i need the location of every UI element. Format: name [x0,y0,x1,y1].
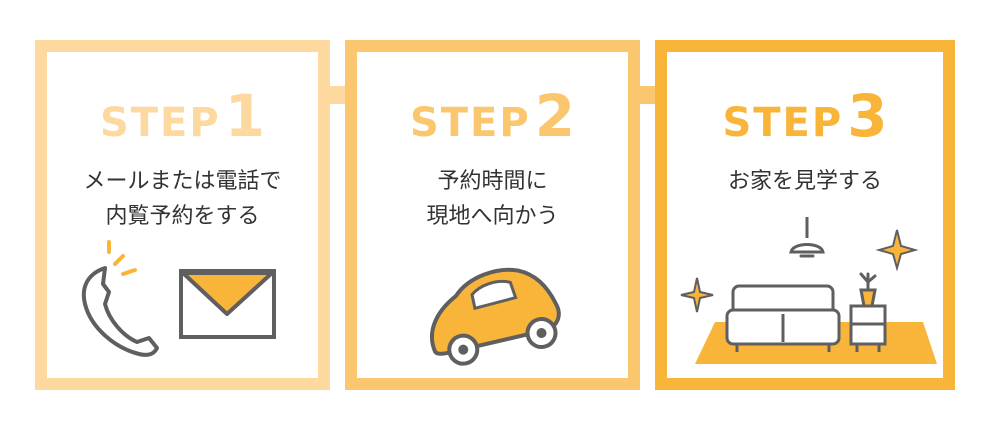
step-1-description: メールまたは電話で 内覧予約をする [83,169,282,229]
step-number: 1 [224,82,266,150]
step-number: 2 [534,82,576,150]
step-1-illustration [81,240,276,357]
step-2-description: 予約時間に 現地へ向かう [426,169,559,229]
phone-icon [81,240,159,357]
car-icon [430,267,561,366]
step-3-card: STEP3 お家を見学する [655,40,955,390]
lamp-icon [789,217,825,258]
step-label: STEP [409,100,531,146]
step-label: STEP [722,100,844,146]
step-3-description: お家を見学する [727,169,882,194]
step-1-card: STEP1 メールまたは電話で 内覧予約をする [35,40,330,390]
sparkle-icon [680,277,714,313]
step-3-illustration [680,217,937,364]
step-2-heading: STEP2 [357,82,628,150]
step-2-card: STEP2 予約時間に 現地へ向かう [345,40,640,390]
step-2-illustration [430,267,561,366]
sofa-icon [725,284,841,352]
sparkle-icon [875,229,919,272]
step-1-heading: STEP1 [47,82,318,150]
plant-icon [859,272,877,308]
step-number: 3 [847,82,888,150]
step-3-heading: STEP3 [667,82,943,150]
step-label: STEP [99,100,221,146]
envelope-icon [179,269,276,339]
side-table-icon [849,304,887,352]
